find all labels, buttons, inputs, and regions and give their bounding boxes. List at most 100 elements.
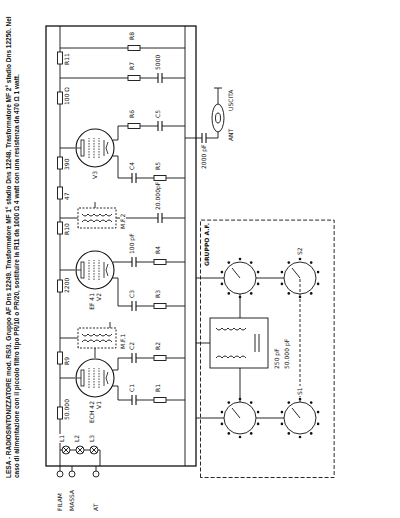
dashed-group-box: GRUPPO A.F. — [200, 218, 335, 478]
contact-dot — [250, 401, 253, 404]
contact-dot — [257, 423, 260, 426]
contact-dot — [228, 261, 231, 264]
contact-dot — [221, 271, 224, 274]
contact-dot — [228, 401, 231, 404]
contact-dot — [317, 283, 320, 286]
component-label: C3 — [129, 289, 135, 299]
contact-dot — [310, 401, 313, 404]
component-label: R11 — [64, 52, 70, 66]
component-label: M.F.2 — [120, 213, 126, 230]
contact-dot — [281, 271, 284, 274]
component-label: R3 — [155, 289, 161, 299]
component-label: 100 pF — [129, 232, 135, 255]
tube-symbol — [75, 250, 115, 290]
contact-dot — [317, 423, 320, 426]
contact-dot — [310, 432, 313, 435]
component-label: R4 — [155, 245, 161, 255]
contact-dot — [250, 261, 253, 264]
component-label: S2 — [297, 246, 303, 256]
lamp-label: L2 — [74, 434, 80, 443]
contact-dot — [221, 423, 224, 426]
contact-dot — [250, 292, 253, 295]
contact-dot — [239, 296, 242, 299]
component-label: R7 — [129, 61, 135, 71]
contact-dot — [299, 398, 302, 401]
contact-dot — [239, 436, 242, 439]
wires — [46, 26, 316, 477]
component-label: C2 — [129, 341, 135, 351]
component-label: R5 — [155, 161, 161, 171]
component-label: M.F.1 — [120, 333, 126, 350]
tube-type: ECH 42 — [88, 400, 95, 424]
component-label: S1 — [297, 386, 303, 396]
lamp-symbols — [62, 446, 98, 454]
component-label: 100 Ω — [64, 86, 70, 106]
tube-labels: V3 — [75, 170, 115, 180]
contact-dot — [250, 432, 253, 435]
component-label: 47 — [64, 191, 70, 201]
contact-dot — [288, 261, 291, 264]
component-label: 390 — [64, 158, 70, 171]
contact-dot — [299, 436, 302, 439]
tube-symbol — [75, 358, 115, 398]
contact-dot — [288, 432, 291, 435]
component-label: R6 — [129, 109, 135, 119]
contact-dot — [221, 283, 224, 286]
switch-contacts — [221, 258, 320, 439]
component-label: R10 — [64, 222, 70, 236]
terminal-label: AT — [93, 503, 99, 512]
component-label: 50.000 — [64, 398, 70, 421]
contact-dot — [257, 411, 260, 414]
tube-type: V1 — [95, 400, 102, 410]
lamp-label: L1 — [59, 434, 65, 443]
group-title: GRUPPO A.F. — [203, 222, 210, 267]
contact-dot — [299, 258, 302, 261]
contact-dot — [257, 283, 260, 286]
tube-type: V3 — [91, 170, 98, 180]
contact-dot — [317, 411, 320, 414]
component-label: 50.000 pF — [284, 338, 290, 370]
lamp-label: L3 — [89, 434, 95, 443]
group-outline — [200, 218, 335, 478]
contact-dot — [257, 271, 260, 274]
component-label: 20.000pF — [155, 181, 161, 211]
contact-dot — [221, 411, 224, 414]
component-symbols — [58, 46, 207, 420]
component-label: C1 — [129, 383, 135, 393]
contact-dot — [228, 292, 231, 295]
component-label: 5000 — [155, 54, 161, 71]
component-label: R9 — [64, 356, 70, 366]
vacuum-tube: V3 — [75, 128, 115, 202]
contact-dot — [281, 423, 284, 426]
contact-dot — [288, 292, 291, 295]
tube-type: V2 — [95, 292, 102, 302]
contact-dot — [281, 283, 284, 286]
component-label: 250 pF — [274, 347, 280, 370]
tube-symbol — [75, 128, 115, 168]
contact-dot — [239, 398, 242, 401]
caption: LESA - RADIOSINTONIZZATORE mod. RS/3. Gr… — [5, 16, 21, 478]
component-label: R2 — [155, 341, 161, 351]
contact-dot — [299, 296, 302, 299]
tube-type: EF 41 — [88, 292, 95, 311]
contact-dot — [288, 401, 291, 404]
vacuum-tube: EF 41V2 — [75, 250, 115, 324]
contact-dot — [310, 292, 313, 295]
component-label: C4 — [129, 161, 135, 171]
contact-dot — [317, 271, 320, 274]
vacuum-tube: ECH 42V1 — [75, 358, 115, 432]
component-label: 2000 pF — [201, 144, 207, 170]
component-label: C5 — [155, 109, 161, 119]
component-label: USCITA — [228, 89, 234, 112]
terminal-label: FILAM — [57, 492, 63, 512]
terminal-label: MASSA — [69, 489, 75, 512]
tube-labels: EF 41V2 — [75, 292, 115, 311]
component-label: ANT — [228, 128, 234, 142]
contact-dot — [281, 411, 284, 414]
tube-labels: ECH 42V1 — [75, 400, 115, 424]
component-label: R8 — [129, 31, 135, 41]
contact-dot — [228, 432, 231, 435]
component-label: R1 — [155, 383, 161, 393]
